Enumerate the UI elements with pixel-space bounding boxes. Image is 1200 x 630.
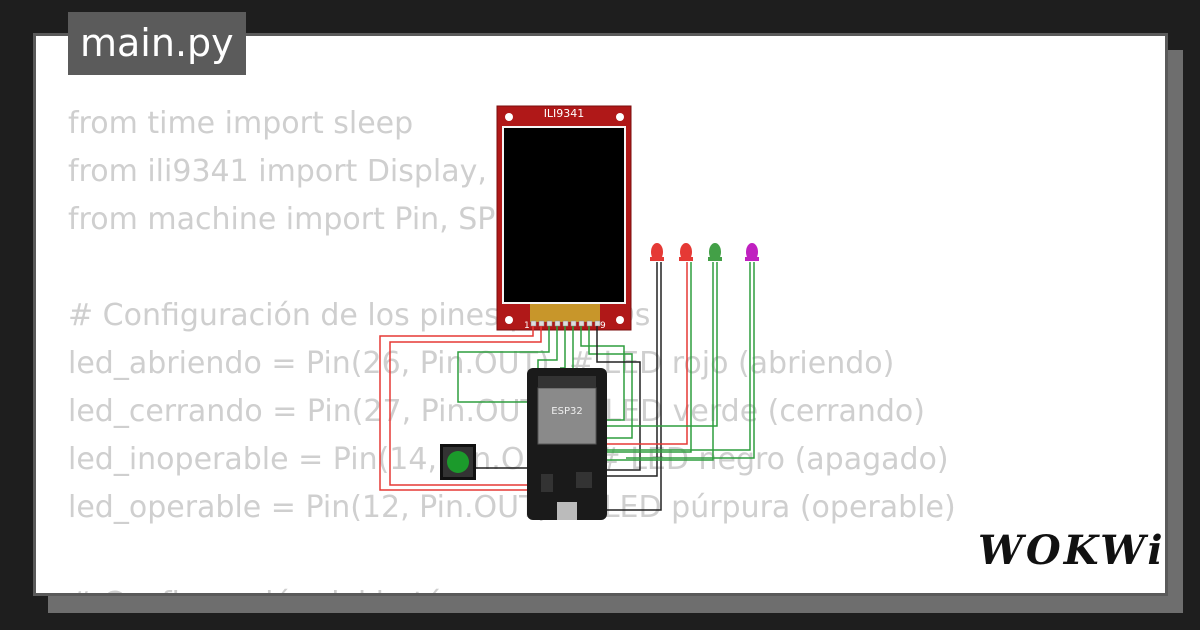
push-button[interactable] — [440, 444, 476, 480]
display-label: ILI9341 — [544, 107, 585, 120]
file-tab[interactable]: main.py — [68, 12, 246, 75]
code-line: from machine import Pin, SP — [68, 202, 496, 237]
led-purple[interactable] — [745, 243, 759, 261]
esp32-board[interactable]: ESP32 — [527, 368, 607, 520]
display-screen — [504, 128, 624, 302]
mcu-label: ESP32 — [551, 406, 582, 417]
ili9341-display[interactable]: ILI9341 1 9 — [496, 105, 632, 331]
led-red-2[interactable] — [679, 243, 693, 261]
code-line: from ili9341 import Display, c — [68, 154, 513, 189]
pin-label-last: 9 — [600, 321, 606, 331]
led-red-1[interactable] — [650, 243, 664, 261]
led-green[interactable] — [708, 243, 722, 261]
wokwi-logo: WOKWi — [978, 527, 1166, 574]
pin-label-first: 1 — [524, 321, 530, 331]
code-line: led_abriendo = Pin(26, Pin.OUT) # LED ro… — [68, 346, 895, 381]
code-line: from time import sleep — [68, 106, 414, 141]
code-line: # Configuración del botón — [68, 580, 956, 593]
code-line: led_operable = Pin(12, Pin.OUT) # LED pú… — [68, 490, 956, 525]
